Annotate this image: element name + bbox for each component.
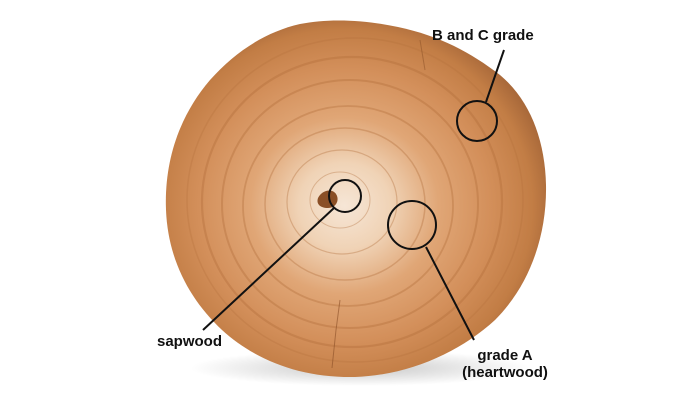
b-and-c-grade-callout-circle [456, 100, 498, 142]
sapwood-leader-line [202, 207, 335, 331]
pith [317, 190, 338, 208]
log-outline [165, 20, 547, 378]
sapwood-callout-circle [328, 179, 362, 213]
grade-a-leader-line [425, 246, 475, 341]
grade-a-callout-circle [387, 200, 437, 250]
label-b-and-c-grade: B and C grade [432, 27, 534, 44]
b-and-c-grade-leader-line [485, 49, 505, 103]
label-grade-a-line2: (heartwood) [462, 364, 548, 381]
growth-rings [186, 37, 524, 363]
label-grade-a: grade A (heartwood) [455, 347, 555, 381]
crack [419, 39, 426, 71]
label-grade-a-line1: grade A [477, 347, 533, 364]
crack [331, 299, 341, 369]
label-sapwood: sapwood [157, 333, 223, 350]
